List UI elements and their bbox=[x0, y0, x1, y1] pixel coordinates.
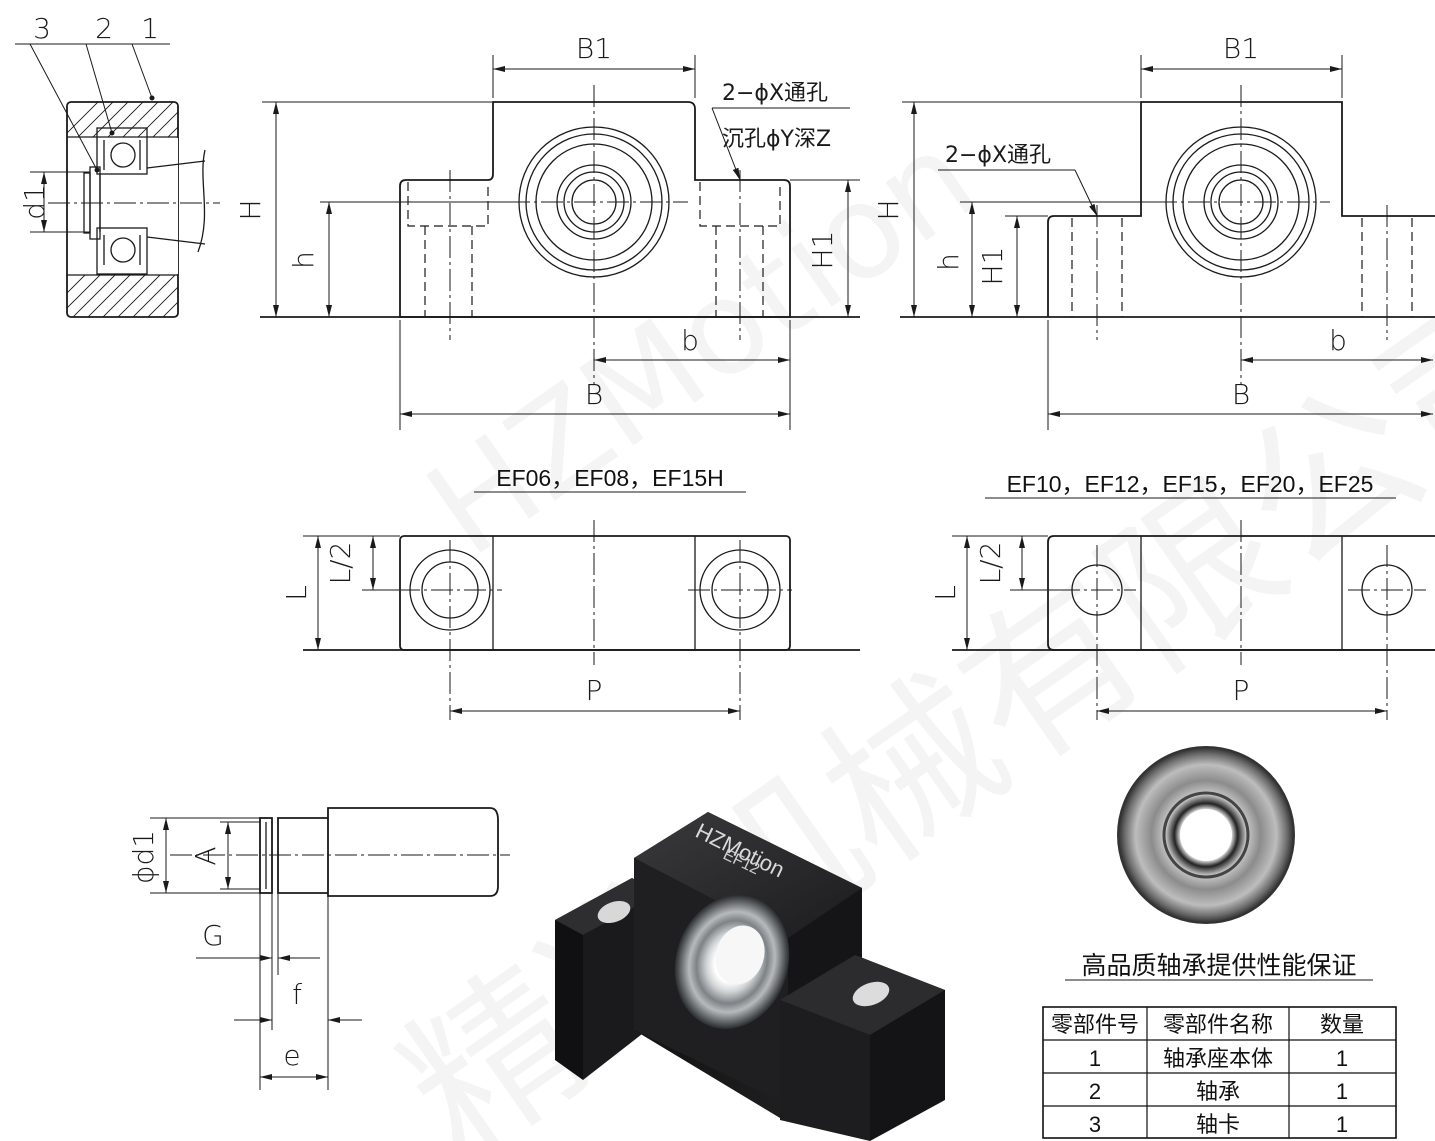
dim-label-L2-right: L/2 bbox=[974, 542, 1007, 585]
table-cell-part-name: 轴承 bbox=[1196, 1080, 1240, 1105]
section-view: d1 3 2 1 bbox=[15, 12, 220, 318]
top-view-left: L L/2 P bbox=[280, 520, 860, 720]
dim-label-e: e bbox=[283, 1039, 300, 1072]
dim-label-H1-left: H1 bbox=[806, 231, 839, 270]
front-view-left: H h H1 B1 b B 2−ϕX通孔 沉孔ϕY深Z bbox=[234, 32, 860, 430]
dim-label-H-right: H bbox=[872, 199, 905, 220]
caption-right-models: EF10，EF12，EF15，EF20，EF25 bbox=[1007, 471, 1374, 497]
part-number-1: 1 bbox=[141, 12, 159, 45]
dim-label-B-left: B bbox=[585, 378, 603, 411]
table-header-part-name: 零部件名称 bbox=[1163, 1013, 1273, 1038]
dim-label-b-left: b bbox=[681, 324, 699, 357]
dim-label-B1-right: B1 bbox=[1223, 32, 1259, 65]
part-number-3: 3 bbox=[33, 12, 51, 45]
dim-label-H: H bbox=[234, 199, 267, 220]
dim-label-b-right: b bbox=[1329, 324, 1347, 357]
table-cell-part-no: 2 bbox=[1089, 1079, 1101, 1104]
dim-label-A: A bbox=[189, 846, 222, 865]
front-view-right: H h H1 B1 b B 2−ϕX通孔 bbox=[872, 32, 1435, 430]
part-number-2: 2 bbox=[95, 12, 113, 45]
shaft-detail: ϕd1 A G f e bbox=[127, 807, 510, 1090]
table-header-quantity: 数量 bbox=[1320, 1013, 1364, 1038]
dim-label-B1-left: B1 bbox=[576, 32, 612, 65]
dim-label-f: f bbox=[292, 978, 302, 1011]
table-cell-quantity: 1 bbox=[1336, 1112, 1348, 1137]
dim-label-H1-right: H1 bbox=[976, 247, 1009, 286]
dim-label-L2-left: L/2 bbox=[324, 542, 357, 585]
dim-label-P-left: P bbox=[586, 674, 603, 707]
table-cell-part-name: 轴卡 bbox=[1196, 1113, 1240, 1138]
dim-label-phid1: ϕd1 bbox=[127, 830, 160, 884]
table-cell-part-no: 1 bbox=[1089, 1046, 1101, 1071]
dim-label-d1: d1 bbox=[18, 184, 51, 220]
note-through-hole-right: 2−ϕX通孔 bbox=[945, 143, 1051, 168]
dim-label-L-left: L bbox=[280, 585, 313, 601]
caption-left-models: EF06，EF08，EF15H bbox=[496, 465, 724, 491]
table-header-part-no: 零部件号 bbox=[1051, 1013, 1139, 1038]
dim-label-G: G bbox=[202, 919, 224, 952]
table-cell-quantity: 1 bbox=[1336, 1046, 1348, 1071]
note-through-hole-left: 2−ϕX通孔 bbox=[722, 81, 828, 106]
dim-label-h-right: h bbox=[932, 253, 965, 271]
table-cell-part-no: 3 bbox=[1089, 1112, 1101, 1137]
dim-label-P-right: P bbox=[1233, 674, 1250, 707]
dim-label-L-right: L bbox=[929, 585, 962, 601]
table-cell-quantity: 1 bbox=[1336, 1079, 1348, 1104]
top-view-right: L L/2 P bbox=[929, 520, 1435, 720]
bearing-photo bbox=[1117, 746, 1295, 924]
dim-label-h-left: h bbox=[287, 251, 320, 269]
product-render: HZMotion EF12 bbox=[555, 812, 945, 1141]
dim-label-B-right: B bbox=[1232, 378, 1250, 411]
table-cell-part-name: 轴承座本体 bbox=[1163, 1047, 1273, 1072]
caption-bearing-quality: 高品质轴承提供性能保证 bbox=[1081, 951, 1356, 980]
note-counterbore: 沉孔ϕY深Z bbox=[722, 127, 831, 152]
